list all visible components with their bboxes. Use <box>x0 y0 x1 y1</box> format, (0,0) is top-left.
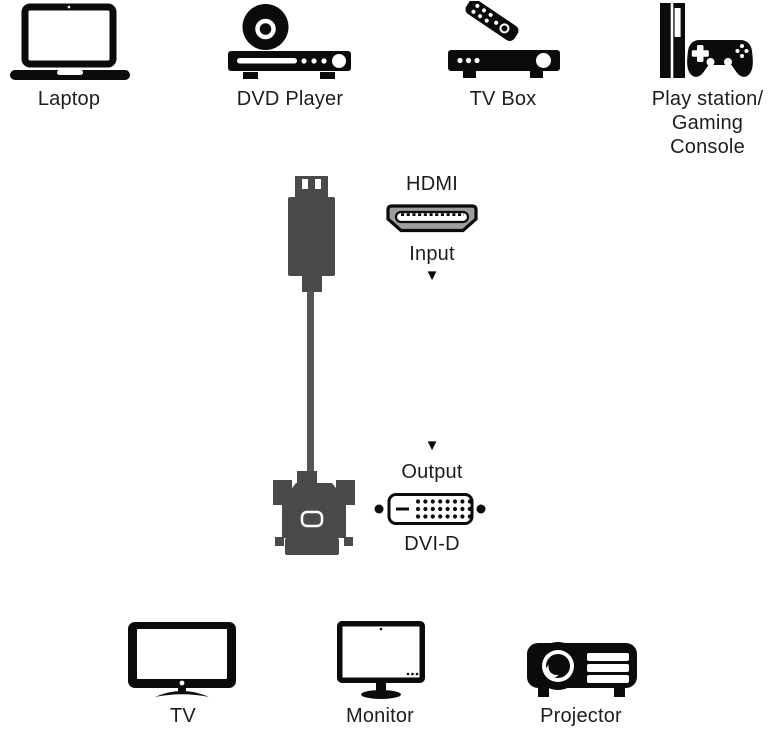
tv-box-icon <box>448 1 560 78</box>
input-label: Input <box>409 243 455 265</box>
cable-wire <box>307 291 314 473</box>
device-label-laptop: Laptop <box>37 88 101 110</box>
monitor-icon <box>337 621 425 699</box>
dvi-port-icon <box>374 493 486 525</box>
device-label-tv: TV <box>170 705 196 727</box>
dvi-plug-icon <box>273 471 355 555</box>
device-label-monitor: Monitor <box>345 705 415 727</box>
device-label-dvd-player: DVD Player <box>236 88 344 110</box>
hdmi-plug-icon <box>288 176 335 292</box>
output-down-arrow-icon: ▼ <box>424 437 440 454</box>
hdmi-port-icon <box>386 204 478 233</box>
device-label-gaming-console: Play station/ Gaming Console <box>651 88 764 158</box>
hdmi-title: HDMI <box>406 173 458 195</box>
dvi-title: DVI-D <box>404 533 460 555</box>
device-label-tv-box: TV Box <box>469 88 537 110</box>
gaming-console-icon <box>660 3 753 78</box>
projector-icon <box>527 642 637 697</box>
device-label-projector: Projector <box>540 705 622 727</box>
laptop-icon <box>10 3 130 80</box>
dvd-player-icon <box>228 4 351 79</box>
input-down-arrow-icon: ▼ <box>424 267 440 284</box>
tv-icon <box>128 622 236 697</box>
output-label: Output <box>401 461 463 483</box>
